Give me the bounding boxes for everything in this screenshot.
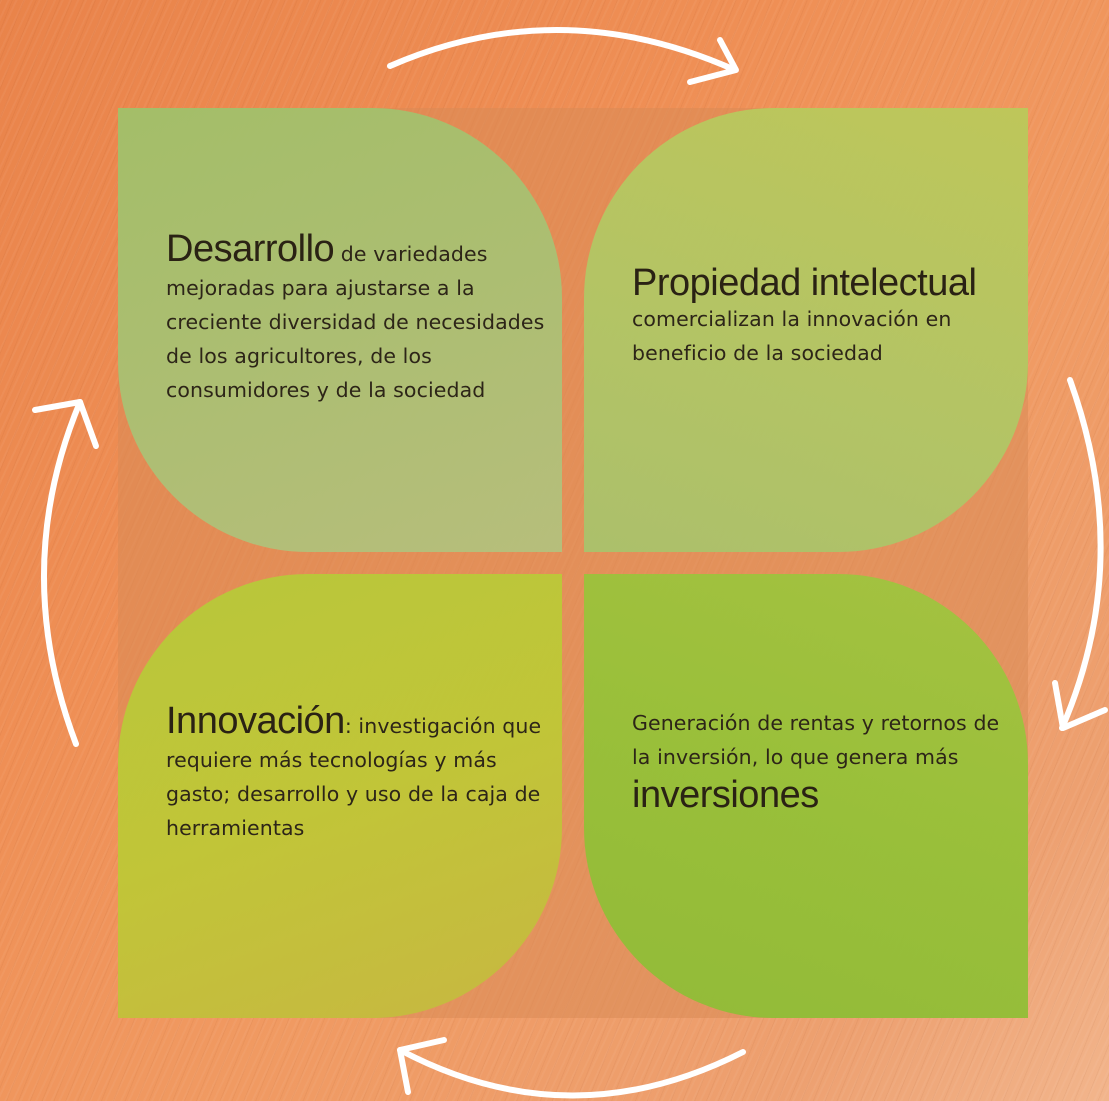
arrow-top bbox=[387, 27, 738, 73]
arrow-left bbox=[40, 399, 83, 747]
leaf-innovacion bbox=[118, 574, 562, 1018]
arrow-right bbox=[1059, 377, 1104, 731]
leaf-propiedad-intelectual bbox=[584, 108, 1028, 552]
desarrollo-heading: Desarrollo bbox=[166, 228, 335, 270]
arrowhead-left bbox=[32, 399, 99, 449]
arrowhead-right bbox=[1052, 680, 1108, 731]
arrow-bottom bbox=[397, 1047, 746, 1099]
leaf-desarrollo bbox=[118, 108, 562, 552]
inversiones-body: Generación de rentas y retornos de la in… bbox=[632, 711, 1000, 769]
leaf-inversiones bbox=[584, 574, 1028, 1018]
arrowhead-bottom bbox=[397, 1037, 447, 1095]
arrowhead-top bbox=[687, 37, 739, 85]
innovacion-text: Innovación: investigación que requiere m… bbox=[166, 702, 546, 845]
inversiones-text: Generación de rentas y retornos de la in… bbox=[632, 706, 1012, 816]
inversiones-heading: inversiones bbox=[632, 774, 819, 816]
propiedad-intelectual-heading: Propiedad intelectual bbox=[632, 262, 977, 304]
innovacion-heading: Innovación bbox=[166, 700, 345, 742]
propiedad-intelectual-body: comercializan la innovación en beneficio… bbox=[632, 307, 952, 365]
desarrollo-body: de variedades mejoradas para ajustarse a… bbox=[166, 242, 545, 402]
innovacion-body: : investigación que requiere más tecnolo… bbox=[166, 714, 542, 840]
desarrollo-text: Desarrollo de variedades mejoradas para … bbox=[166, 230, 561, 407]
